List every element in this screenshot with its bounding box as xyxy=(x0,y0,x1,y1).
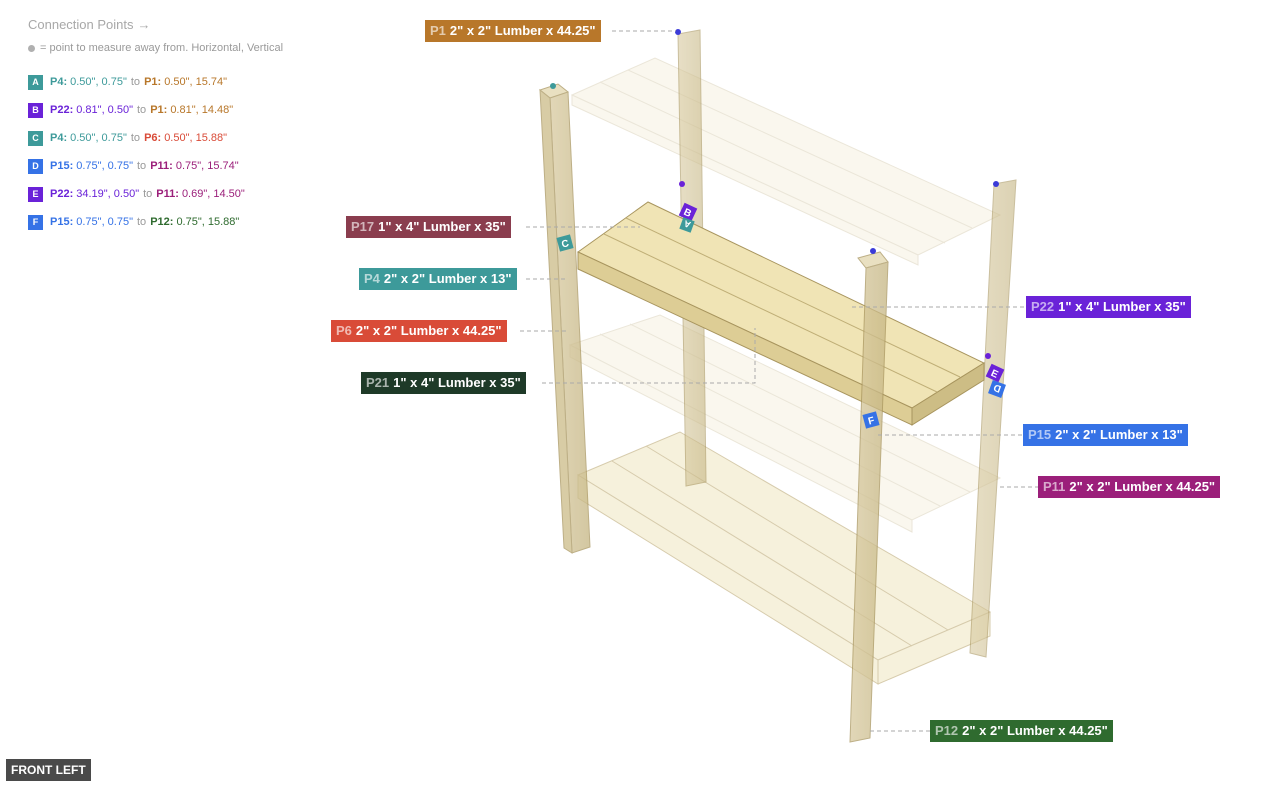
marker-a[interactable]: A xyxy=(679,217,695,233)
part-desc: 2" x 2" Lumber x 44.25" xyxy=(355,323,502,338)
connection-points-panel: Connection Points → = point to measure a… xyxy=(28,17,328,236)
from-values: 0.50", 0.75" xyxy=(70,76,127,88)
connection-badge: C xyxy=(28,130,43,146)
part-desc: 1" x 4" Lumber x 35" xyxy=(1058,299,1186,314)
part-id: P15 xyxy=(1028,427,1052,442)
from-part: P4: xyxy=(50,76,68,88)
part-id: P21 xyxy=(366,375,390,390)
panel-header[interactable]: Connection Points → xyxy=(28,17,328,32)
marker-f-letter: F xyxy=(867,415,876,427)
to-part: P1: xyxy=(150,104,168,116)
from-values: 0.81", 0.50" xyxy=(76,104,133,116)
from-values: 0.75", 0.75" xyxy=(76,216,133,228)
part-desc: 2" x 2" Lumber x 13" xyxy=(383,271,512,286)
to-values: 0.81", 14.48" xyxy=(170,104,234,116)
part-desc: 2" x 2" Lumber x 44.25" xyxy=(962,723,1108,738)
post-front-left xyxy=(538,83,591,554)
to-word: to xyxy=(137,104,147,116)
connection-badge: E xyxy=(28,186,43,202)
marker-d[interactable]: D xyxy=(988,380,1006,398)
part-id: P11 xyxy=(1043,479,1066,494)
to-word: to xyxy=(130,76,141,88)
part-id: P22 xyxy=(1031,299,1055,314)
to-part: P11: xyxy=(150,160,173,172)
part-id: P1 xyxy=(430,23,446,38)
marker-f[interactable]: F xyxy=(862,411,880,429)
to-values: 0.75", 15.74" xyxy=(175,160,239,172)
from-part: P22: xyxy=(50,104,74,116)
part-desc: 1" x 4" Lumber x 35" xyxy=(393,375,521,390)
to-part: P6: xyxy=(144,132,162,144)
view-label[interactable]: FRONT LEFT xyxy=(6,759,91,781)
marker-e[interactable]: E xyxy=(985,363,1005,383)
to-word: to xyxy=(143,188,153,200)
to-values: 0.50", 15.88" xyxy=(164,132,228,144)
from-part: P4: xyxy=(50,132,68,144)
measure-dot-icon xyxy=(28,44,35,52)
connection-badge: B xyxy=(28,102,43,118)
from-part: P22: xyxy=(50,188,74,200)
marker-b-letter: B xyxy=(682,207,693,220)
panel-title: Connection Points xyxy=(28,17,134,32)
from-part: P15: xyxy=(50,160,74,172)
legend-text: = point to measure away from. Horizontal… xyxy=(40,42,284,54)
marker-c[interactable]: C xyxy=(556,234,574,252)
part-id: P6 xyxy=(336,323,352,338)
to-part: P11: xyxy=(156,188,179,200)
from-values: 34.19", 0.50" xyxy=(76,188,140,200)
part-desc: 2" x 2" Lumber x 44.25" xyxy=(1069,479,1216,494)
measurement-points xyxy=(550,29,999,359)
from-values: 0.50", 0.75" xyxy=(70,132,127,144)
part-id: P12 xyxy=(935,723,959,738)
to-values: 0.75", 15.88" xyxy=(176,216,240,228)
from-part: P15: xyxy=(50,216,74,228)
arrow-right-icon: → xyxy=(137,17,151,32)
part-id: P4 xyxy=(364,271,380,286)
marker-a-letter: A xyxy=(682,218,692,230)
to-values: 0.50", 15.74" xyxy=(164,76,228,88)
to-word: to xyxy=(137,216,147,228)
marker-e-letter: E xyxy=(989,368,1000,381)
from-values: 0.75", 0.75" xyxy=(76,160,133,172)
part-desc: 2" x 2" Lumber x 44.25" xyxy=(449,23,596,38)
connection-badge: D xyxy=(28,158,43,174)
to-part: P1: xyxy=(144,76,162,88)
connection-badge: F xyxy=(28,214,43,230)
bottom-shelf xyxy=(576,431,992,685)
to-word: to xyxy=(130,132,141,144)
marker-c-letter: C xyxy=(560,238,570,250)
connection-badge: A xyxy=(28,74,43,90)
to-word: to xyxy=(137,160,147,172)
panel-legend: = point to measure away from. Horizontal… xyxy=(28,42,328,54)
marker-d-letter: D xyxy=(992,381,1003,394)
to-part: P12: xyxy=(150,216,174,228)
part-id: P17 xyxy=(351,219,375,234)
post-front-right xyxy=(849,251,889,743)
marker-b[interactable]: B xyxy=(678,202,698,222)
to-values: 0.69", 14.50" xyxy=(181,188,245,200)
leader-lines xyxy=(520,30,1038,732)
part-desc: 2" x 2" Lumber x 13" xyxy=(1055,427,1183,442)
part-desc: 1" x 4" Lumber x 35" xyxy=(378,219,506,234)
